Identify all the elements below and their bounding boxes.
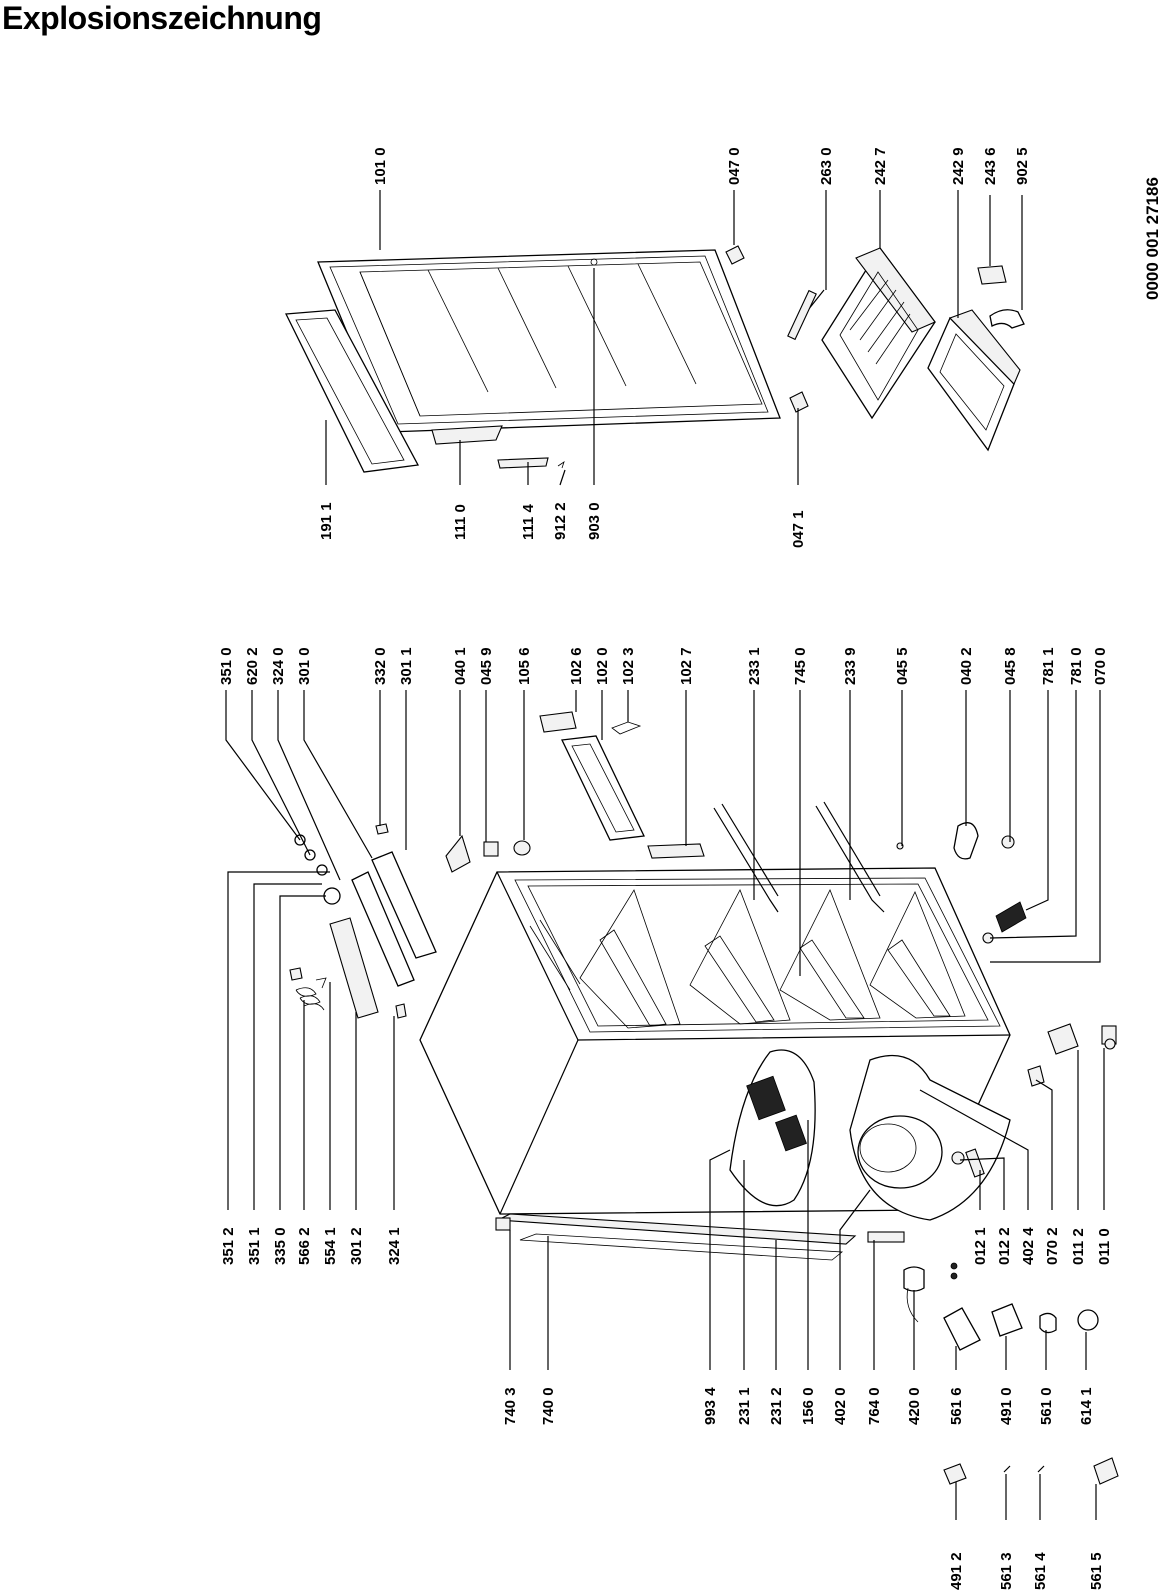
label-242-7: 242 7 <box>872 147 889 185</box>
label-620-2: 620 2 <box>244 647 261 685</box>
label-781-1: 781 1 <box>1040 647 1057 685</box>
leader-lines <box>225 190 1105 1520</box>
label-040-2: 040 2 <box>958 647 975 685</box>
label-045-9: 045 9 <box>478 647 495 685</box>
small-flap-parts <box>977 265 1025 329</box>
label-012-2: 012 2 <box>996 1227 1013 1265</box>
label-233-9: 233 9 <box>842 647 859 685</box>
label-263-0: 263 0 <box>818 147 835 185</box>
door-assembly <box>284 249 781 473</box>
label-191-1: 191 1 <box>318 502 335 540</box>
label-111-4: 111 4 <box>520 503 537 540</box>
label-301-0: 301 0 <box>296 647 313 685</box>
label-561-0: 561 0 <box>1038 1387 1055 1425</box>
label-111-0: 111 0 <box>452 504 469 540</box>
label-332-0: 332 0 <box>372 647 389 685</box>
page-title: Explosionszeichnung <box>2 0 322 36</box>
freezer-basket-upper <box>821 246 936 420</box>
label-561-4: 561 4 <box>1032 1552 1049 1590</box>
label-402-0: 402 0 <box>832 1387 849 1425</box>
label-011-2: 011 2 <box>1070 1228 1087 1265</box>
label-554-1: 554 1 <box>322 1227 339 1265</box>
label-402-4: 402 4 <box>1020 1227 1037 1265</box>
label-243-6: 243 6 <box>982 147 999 185</box>
label-902-5: 902 5 <box>1014 147 1031 185</box>
compressor-assembly <box>849 1054 1011 1221</box>
label-781-0: 781 0 <box>1068 647 1085 685</box>
label-351-0: 351 0 <box>218 647 235 685</box>
label-491-2: 491 2 <box>948 1552 965 1590</box>
label-105-6: 105 6 <box>516 647 533 685</box>
label-764-0: 764 0 <box>866 1387 883 1425</box>
label-745-0: 745 0 <box>792 647 809 685</box>
document-number: 0000 001 27186 <box>1143 177 1162 300</box>
label-912-2: 912 2 <box>552 502 569 540</box>
label-102-6: 102 6 <box>568 647 585 685</box>
label-070-0: 070 0 <box>1092 647 1109 685</box>
label-614-1: 614 1 <box>1078 1387 1095 1425</box>
label-233-1: 233 1 <box>746 647 763 685</box>
electrical-parts <box>867 1231 1119 1485</box>
label-045-8: 045 8 <box>1002 647 1019 685</box>
mounting-parts-right <box>1027 1023 1117 1087</box>
label-231-2: 231 2 <box>768 1387 785 1425</box>
label-231-1: 231 1 <box>736 1387 753 1425</box>
label-047-0: 047 0 <box>726 147 743 185</box>
label-561-5: 561 5 <box>1088 1552 1105 1590</box>
label-102-3: 102 3 <box>620 647 637 685</box>
label-420-0: 420 0 <box>906 1387 923 1425</box>
label-561-6: 561 6 <box>948 1387 965 1425</box>
label-561-3: 561 3 <box>998 1552 1015 1590</box>
small-hinge-parts <box>557 245 825 469</box>
part-labels: 101 0 047 0 263 0 242 7 242 9 243 6 902 … <box>218 147 1162 1590</box>
label-070-2: 070 2 <box>1044 1227 1061 1265</box>
label-047-1: 047 1 <box>790 510 807 548</box>
label-903-0: 903 0 <box>586 502 603 540</box>
label-566-2: 566 2 <box>296 1227 313 1265</box>
label-740-3: 740 3 <box>502 1387 519 1425</box>
wire-shelves <box>579 889 966 1029</box>
label-301-1: 301 1 <box>398 647 415 685</box>
label-335-0: 335 0 <box>272 1227 289 1265</box>
rear-control-panel <box>729 1049 816 1207</box>
label-040-1: 040 1 <box>452 647 469 685</box>
label-102-7: 102 7 <box>678 647 695 685</box>
label-324-1: 324 1 <box>386 1227 403 1265</box>
label-324-0: 324 0 <box>270 647 287 685</box>
label-351-1: 351 1 <box>246 1227 263 1265</box>
label-012-1: 012 1 <box>972 1227 989 1265</box>
label-491-0: 491 0 <box>998 1387 1015 1425</box>
label-301-2: 301 2 <box>348 1227 365 1265</box>
label-242-9: 242 9 <box>950 147 967 185</box>
rails-and-brackets <box>445 711 1027 944</box>
label-993-4: 993 4 <box>702 1387 719 1425</box>
label-045-5: 045 5 <box>894 647 911 685</box>
thermostat-parts <box>289 823 437 1019</box>
label-351-2: 351 2 <box>220 1227 237 1265</box>
freezer-basket-lower <box>927 309 1021 452</box>
label-102-0: 102 0 <box>594 647 611 685</box>
label-101-0: 101 0 <box>372 147 389 185</box>
label-740-0: 740 0 <box>540 1387 557 1425</box>
label-156-0: 156 0 <box>800 1387 817 1425</box>
label-011-0: 011 0 <box>1096 1228 1113 1265</box>
